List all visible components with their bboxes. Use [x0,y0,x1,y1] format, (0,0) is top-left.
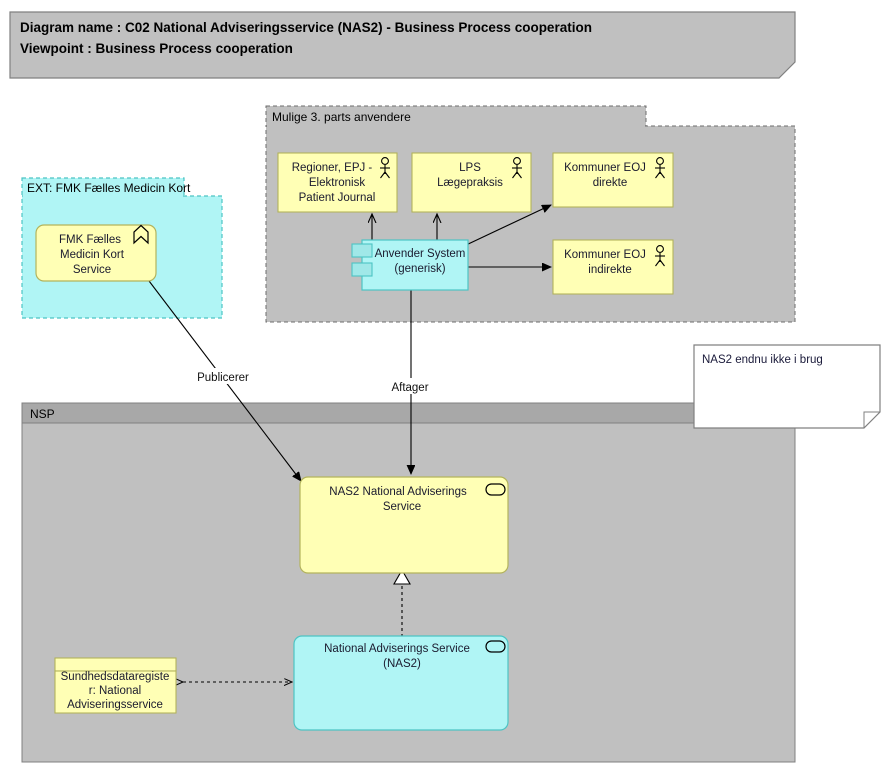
node-fmk-service-line3: Service [73,264,111,276]
node-regioner-epj-line2: Elektronisk [309,177,365,189]
node-sundhedsdataregister-line2: r: National [89,685,141,697]
group-ext-fmk-tab-join [23,191,183,201]
note-fold-icon [863,411,880,428]
viewpoint-line: Viewpoint : Business Process cooperation [20,41,293,56]
node-anvender-system-line1: Anvender System [375,248,466,260]
note-label: NAS2 endnu ikke i brug [702,354,823,366]
node-lps-laegepraksis-line2: Lægepraksis [437,177,503,189]
edge-publicerer-label-bg [188,368,258,384]
actor-icon [380,157,390,179]
node-lps-laegepraksis-box [411,152,532,213]
node-regioner-epj-line3: Patient Journal [299,192,376,204]
node-fmk-service-line2: Medicin Kort [60,249,125,261]
actor-icon [655,157,665,179]
node-kommuner-eoj-direkte[interactable]: Kommuner EOJ direkte [552,152,674,208]
node-nas-impl-box [293,635,509,731]
edge-aftager-label: Aftager [391,382,428,394]
node-kommuner-eoj-direkte-line1: Kommuner EOJ [564,162,646,174]
service-icon [485,640,506,653]
node-sundhedsdataregister[interactable]: Sundhedsdataregiste r: National Adviseri… [54,657,177,714]
node-nas2-national-adviserings-service[interactable]: NAS2 National Adviserings Service [299,476,509,574]
node-kommuner-eoj-indirekte[interactable]: Kommuner EOJ indirekte [552,239,674,295]
edge-anvender-kommuner-direkte[interactable] [463,204,551,247]
title-box-shape [9,11,796,79]
group-third-party-tab-join [267,120,645,132]
group-nsp-header [21,402,796,424]
service-icon [485,483,506,496]
node-nas-impl-line2: (NAS2) [383,658,421,670]
node-lps-laegepraksis-line1: LPS [459,162,481,174]
node-regioner-epj-line1: Regioner, EPJ - [292,162,373,174]
edge-aftager[interactable]: Aftager [381,290,439,474]
realization-triangle-icon [393,568,411,585]
application-component-icon [133,224,149,245]
node-kommuner-eoj-indirekte-line2: indirekte [588,264,631,276]
node-sundhedsdataregister-box [54,670,177,714]
group-ext-fmk-label: EXT: FMK Fælles Medicin Kort [27,181,191,195]
node-anvender-system[interactable]: Anvender System (generisk) [351,239,469,291]
diagram-name-line: Diagram name : C02 National Adviseringss… [20,20,592,35]
component-port-top [351,243,373,258]
edge-aftager-label-bg [381,378,439,394]
actor-icon [512,157,522,179]
group-third-party-label: Mulige 3. parts anvendere [272,110,411,124]
group-third-party[interactable]: Mulige 3. parts anvendere [265,105,796,323]
node-sundhedsdataregister-line3: Adviseringsservice [67,699,163,711]
node-lps-laegepraksis[interactable]: LPS Lægepraksis [411,152,532,213]
group-nsp-label: NSP [30,407,55,421]
actor-icon [655,245,665,267]
group-ext-fmk[interactable]: EXT: FMK Fælles Medicin Kort [21,177,223,319]
node-kommuner-eoj-direkte-box [552,152,674,208]
note-nas2[interactable]: NAS2 endnu ikke i brug [693,344,881,429]
node-sundhedsdataregister-line1: Sundhedsdataregiste [61,671,170,683]
edge-anvender-kommuner-direkte-line [463,204,551,247]
node-national-adviserings-service-nas2[interactable]: National Adviserings Service (NAS2) [293,635,509,731]
node-fmk-service-line1: FMK Fælles [59,234,121,246]
node-nas2-box [299,476,509,574]
edge-publicerer-label: Publicerer [197,372,249,384]
node-kommuner-eoj-indirekte-box [552,239,674,295]
node-sundhedsdataregister-header [54,657,177,672]
node-anvender-system-box [361,239,469,291]
node-fmk-service[interactable]: FMK Fælles Medicin Kort Service [35,224,157,282]
node-anvender-system-line2: (generisk) [394,263,445,275]
node-nas-impl-line1: National Adviserings Service [324,643,470,655]
node-fmk-service-box [35,224,157,282]
node-kommuner-eoj-indirekte-line1: Kommuner EOJ [564,249,646,261]
diagram-title-box: Diagram name : C02 National Adviseringss… [9,11,796,79]
node-regioner-epj[interactable]: Regioner, EPJ - Elektronisk Patient Jour… [277,152,398,213]
node-kommuner-eoj-direkte-line2: direkte [593,177,628,189]
edge-publicerer[interactable]: Publicerer [145,276,301,481]
node-nas2-line1: NAS2 National Adviserings [329,486,467,498]
node-regioner-epj-box [277,152,398,213]
note-shape [693,344,881,429]
node-nas2-line2: Service [383,501,421,513]
edge-realization[interactable] [393,568,411,637]
component-icon [351,243,373,277]
component-port-bottom [351,262,373,277]
